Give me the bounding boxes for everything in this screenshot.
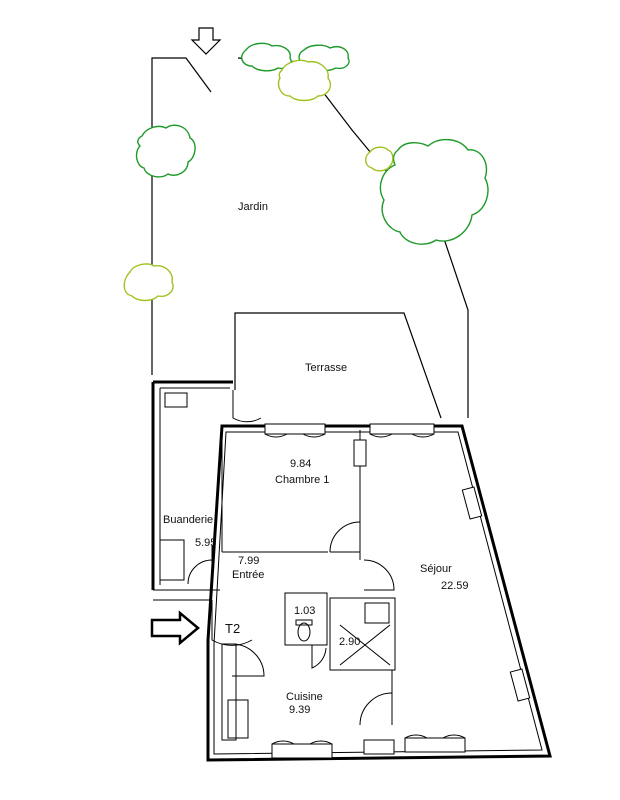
bath-sink: [364, 602, 390, 624]
door-terrace: [232, 390, 262, 423]
laundry-label: Buanderie: [163, 514, 214, 526]
window-bedroom: [264, 423, 326, 435]
laundry-panel: [164, 392, 188, 408]
exterior-wall-main-inner: [213, 431, 543, 755]
living-label: Séjour: [420, 563, 452, 575]
wc-outline: [284, 592, 328, 646]
window-kitchen: [271, 743, 333, 759]
bathroom-outline: [329, 597, 396, 671]
terrace-outline: [234, 312, 442, 419]
window-bedroom-side: [353, 439, 367, 467]
garden-label: Jardin: [238, 201, 268, 213]
door-wc: [311, 645, 327, 669]
laundry-area: 5.95: [195, 537, 217, 549]
door-entrance: [211, 600, 253, 646]
kitchen-label: Cuisine: [286, 691, 323, 703]
kitchen-counter: [221, 643, 237, 741]
entrance-area: 7.99: [238, 555, 260, 567]
window-bath: [363, 739, 395, 755]
door-bath: [359, 692, 393, 726]
door-kitchen: [231, 643, 265, 677]
wc-area: 1.03: [294, 605, 316, 617]
living-area: 22.59: [441, 580, 469, 592]
bathroom-area: 2.90: [339, 636, 361, 648]
window-bedroom-swing: [264, 433, 326, 438]
door-living: [363, 559, 395, 591]
arrow-down-icon: [190, 27, 222, 55]
window-living: [369, 423, 435, 435]
kitchen-area: 9.39: [289, 704, 311, 716]
window-living-bottom: [404, 737, 466, 753]
tree-icon: [379, 139, 489, 245]
window-living-swing: [369, 433, 435, 438]
tree-icon: [365, 146, 394, 172]
door-bedroom: [329, 521, 361, 553]
laundry-appliance: [159, 539, 185, 581]
tree-icon: [135, 124, 196, 178]
bedroom-area: 9.84: [290, 458, 312, 470]
window-living-side-2: [509, 668, 531, 702]
kitchen-sink: [227, 699, 249, 739]
door-laundry: [187, 559, 213, 585]
shower-cross-2: [339, 624, 391, 666]
wc-toilet: [297, 622, 311, 642]
wc-tank: [295, 619, 313, 626]
tree-icon: [277, 59, 332, 102]
garden-boundary-left: [151, 57, 212, 375]
entrance-label: Entrée: [232, 569, 265, 581]
unit-type-label: T2: [225, 621, 241, 636]
window-living-side-1: [461, 486, 483, 520]
exterior-wall-main: [206, 424, 552, 762]
bedroom-label: Chambre 1: [275, 474, 330, 486]
terrace-label: Terrasse: [305, 362, 348, 374]
tree-icon: [123, 263, 174, 302]
window-living-bottom-swing: [404, 734, 466, 739]
window-kitchen-swing: [271, 740, 333, 745]
arrow-right-icon: [150, 610, 200, 646]
